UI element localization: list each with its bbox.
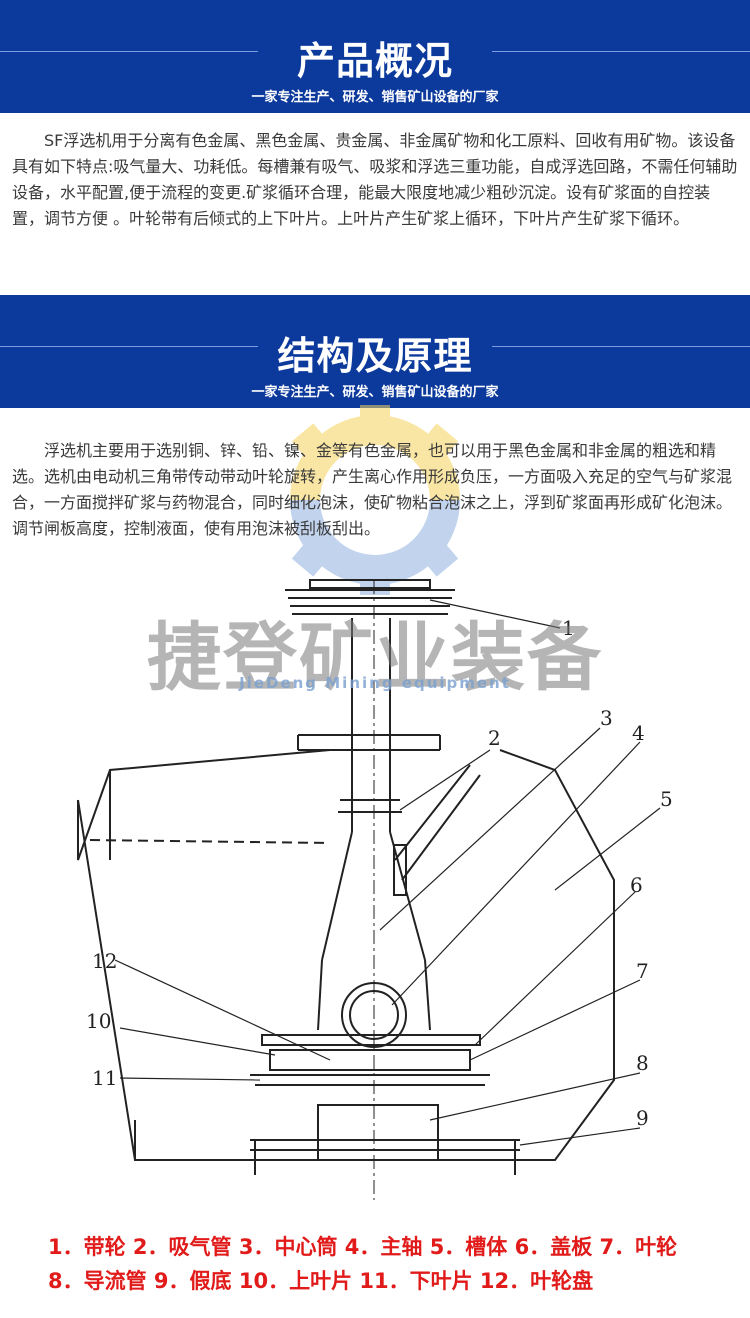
diagram-label-8: 8	[636, 1051, 649, 1075]
diagram-label-12: 12	[92, 949, 117, 973]
diagram-label-4: 4	[632, 721, 645, 745]
diagram-label-1: 1	[562, 616, 575, 640]
banner-rule-right	[492, 346, 750, 347]
section-subtitle: 一家专注生产、研发、销售矿山设备的厂家	[251, 90, 499, 105]
brand-watermark-en: JieDeng Mining equipment	[239, 674, 511, 692]
overview-paragraph: SF浮选机用于分离有色金属、黑色金属、贵金属、非金属矿物和化工原料、回收有用矿物…	[12, 131, 738, 228]
diagram-label-6: 6	[630, 873, 643, 897]
diagram-legend-line-2: 8．导流管 9．假底 10．上叶片 11．下叶片 12．叶轮盘	[48, 1269, 594, 1293]
diagram-label-7: 7	[636, 959, 649, 983]
section-banner-structure: 结构及原理 一家专注生产、研发、销售矿山设备的厂家	[0, 295, 750, 408]
diagram-label-11: 11	[92, 1066, 117, 1090]
structure-paragraph: 浮选机主要用于选别铜、锌、铅、镍、金等有色金属，也可以用于黑色金属和非金属的粗选…	[12, 441, 733, 538]
flotation-machine-diagram: 1 2 3 4 5 6 7 8 9 10 11 12	[77, 579, 673, 1200]
diagram-label-5: 5	[660, 787, 673, 811]
diagram-label-9: 9	[636, 1106, 649, 1130]
section-title: 结构及原理	[277, 334, 473, 378]
banner-rule-left	[0, 346, 258, 347]
gear-logo-icon	[290, 405, 460, 595]
section-banner-overview: 产品概况 一家专注生产、研发、销售矿山设备的厂家	[0, 0, 750, 113]
section-subtitle: 一家专注生产、研发、销售矿山设备的厂家	[251, 385, 499, 400]
diagram-label-2: 2	[488, 726, 501, 750]
brand-watermark-cn: 捷登矿业装备	[147, 615, 603, 701]
banner-rule-right	[492, 51, 750, 52]
section-title: 产品概况	[296, 39, 453, 83]
diagram-label-3: 3	[600, 706, 613, 730]
diagram-legend-line-1: 1．带轮 2．吸气管 3．中心筒 4．主轴 5．槽体 6．盖板 7．叶轮	[48, 1235, 678, 1259]
diagram-label-10: 10	[86, 1009, 111, 1033]
banner-rule-left	[0, 51, 258, 52]
